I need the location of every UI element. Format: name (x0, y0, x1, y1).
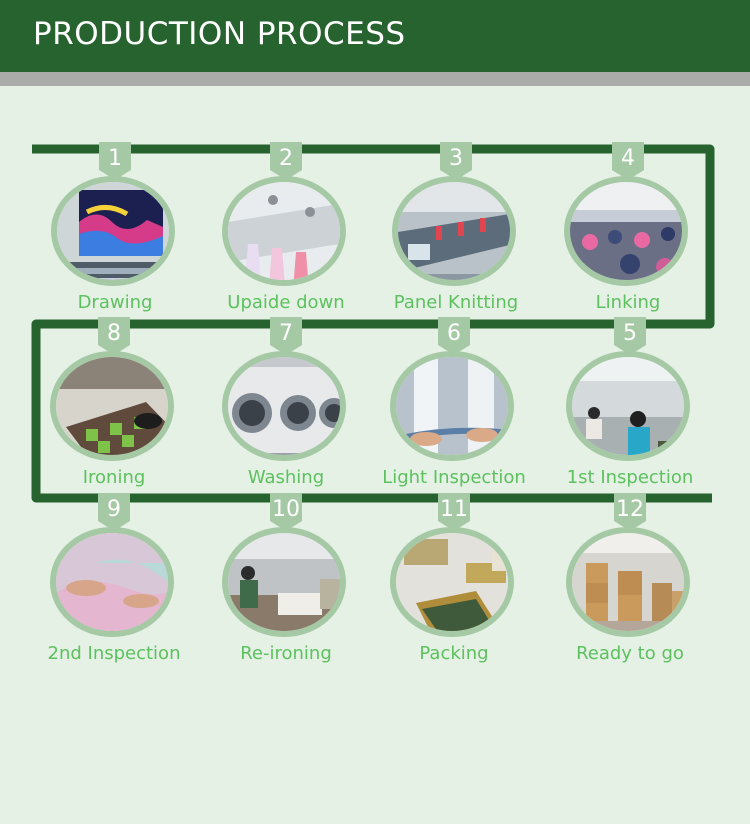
step-drawing: 1 Drawing (45, 142, 185, 322)
step-number: 9 (107, 497, 121, 522)
step-number: 4 (621, 146, 635, 171)
step-label: 1st Inspection (566, 467, 694, 488)
step-number-badge (612, 142, 644, 180)
linking-photo (564, 176, 688, 286)
step-label: 2nd Inspection (47, 643, 181, 664)
step-number-badge (270, 493, 302, 531)
washing-photo (222, 351, 346, 461)
step-number-badge (440, 142, 472, 180)
ready-to-go-photo (566, 527, 690, 637)
step-label: Ironing (82, 467, 146, 488)
1st-inspection-photo (566, 351, 690, 461)
step-label: Upaide down (227, 292, 345, 313)
step-washing: 7 Washing (216, 317, 356, 497)
step-label: Re-ironing (240, 643, 332, 664)
light-inspection-photo (390, 351, 514, 461)
step-number: 11 (440, 497, 468, 522)
step-number-badge (270, 142, 302, 180)
step-number: 5 (623, 321, 637, 346)
step-label: Washing (247, 467, 325, 488)
step-linking: 4 Linking (558, 142, 698, 322)
step-light-inspection: 6 Light Inspection (382, 317, 526, 497)
step-number: 6 (447, 321, 461, 346)
step-label: Drawing (77, 292, 153, 313)
step-number-badge (438, 493, 470, 531)
step-ironing: 8 Ironing (44, 317, 184, 497)
step-label: Panel Knitting (393, 292, 519, 313)
step-number: 12 (616, 497, 644, 522)
step-label: Ready to go (576, 643, 684, 664)
step-packing: 11 Packing (384, 493, 524, 673)
header-bar: PRODUCTION PROCESS (0, 0, 750, 72)
2nd-inspection-photo (50, 527, 174, 637)
step-label: Packing (419, 643, 489, 664)
upside-down-photo (222, 176, 346, 286)
panel-knitting-photo (392, 176, 516, 286)
step-number-badge (99, 142, 131, 180)
header-divider (0, 72, 750, 86)
step-panel-knitting: 3 Panel Knitting (386, 142, 526, 322)
step-upside-down: 2 Upaide down (216, 142, 356, 322)
step-number: 2 (279, 146, 293, 171)
re-ironing-photo (222, 527, 346, 637)
step-number-badge (614, 317, 646, 355)
step-ready-to-go: 12 Ready to go (560, 493, 700, 673)
step-number-badge (98, 493, 130, 531)
step-number: 8 (107, 321, 121, 346)
step-number: 1 (108, 146, 122, 171)
ironing-photo (50, 351, 174, 461)
step-1st-inspection: 5 1st Inspection (560, 317, 700, 497)
step-number: 3 (449, 146, 463, 171)
step-number: 10 (272, 497, 300, 522)
step-re-ironing: 10 Re-ironing (216, 493, 356, 673)
packing-photo (390, 527, 514, 637)
drawing-photo (51, 176, 175, 286)
step-number: 7 (279, 321, 293, 346)
step-number-badge (98, 317, 130, 355)
step-2nd-inspection: 9 2nd Inspection (44, 493, 184, 673)
step-number-badge (270, 317, 302, 355)
step-label: Linking (595, 292, 661, 313)
step-number-badge (438, 317, 470, 355)
page-title: PRODUCTION PROCESS (33, 16, 406, 52)
step-label: Light Inspection (382, 467, 526, 488)
step-number-badge (614, 493, 646, 531)
